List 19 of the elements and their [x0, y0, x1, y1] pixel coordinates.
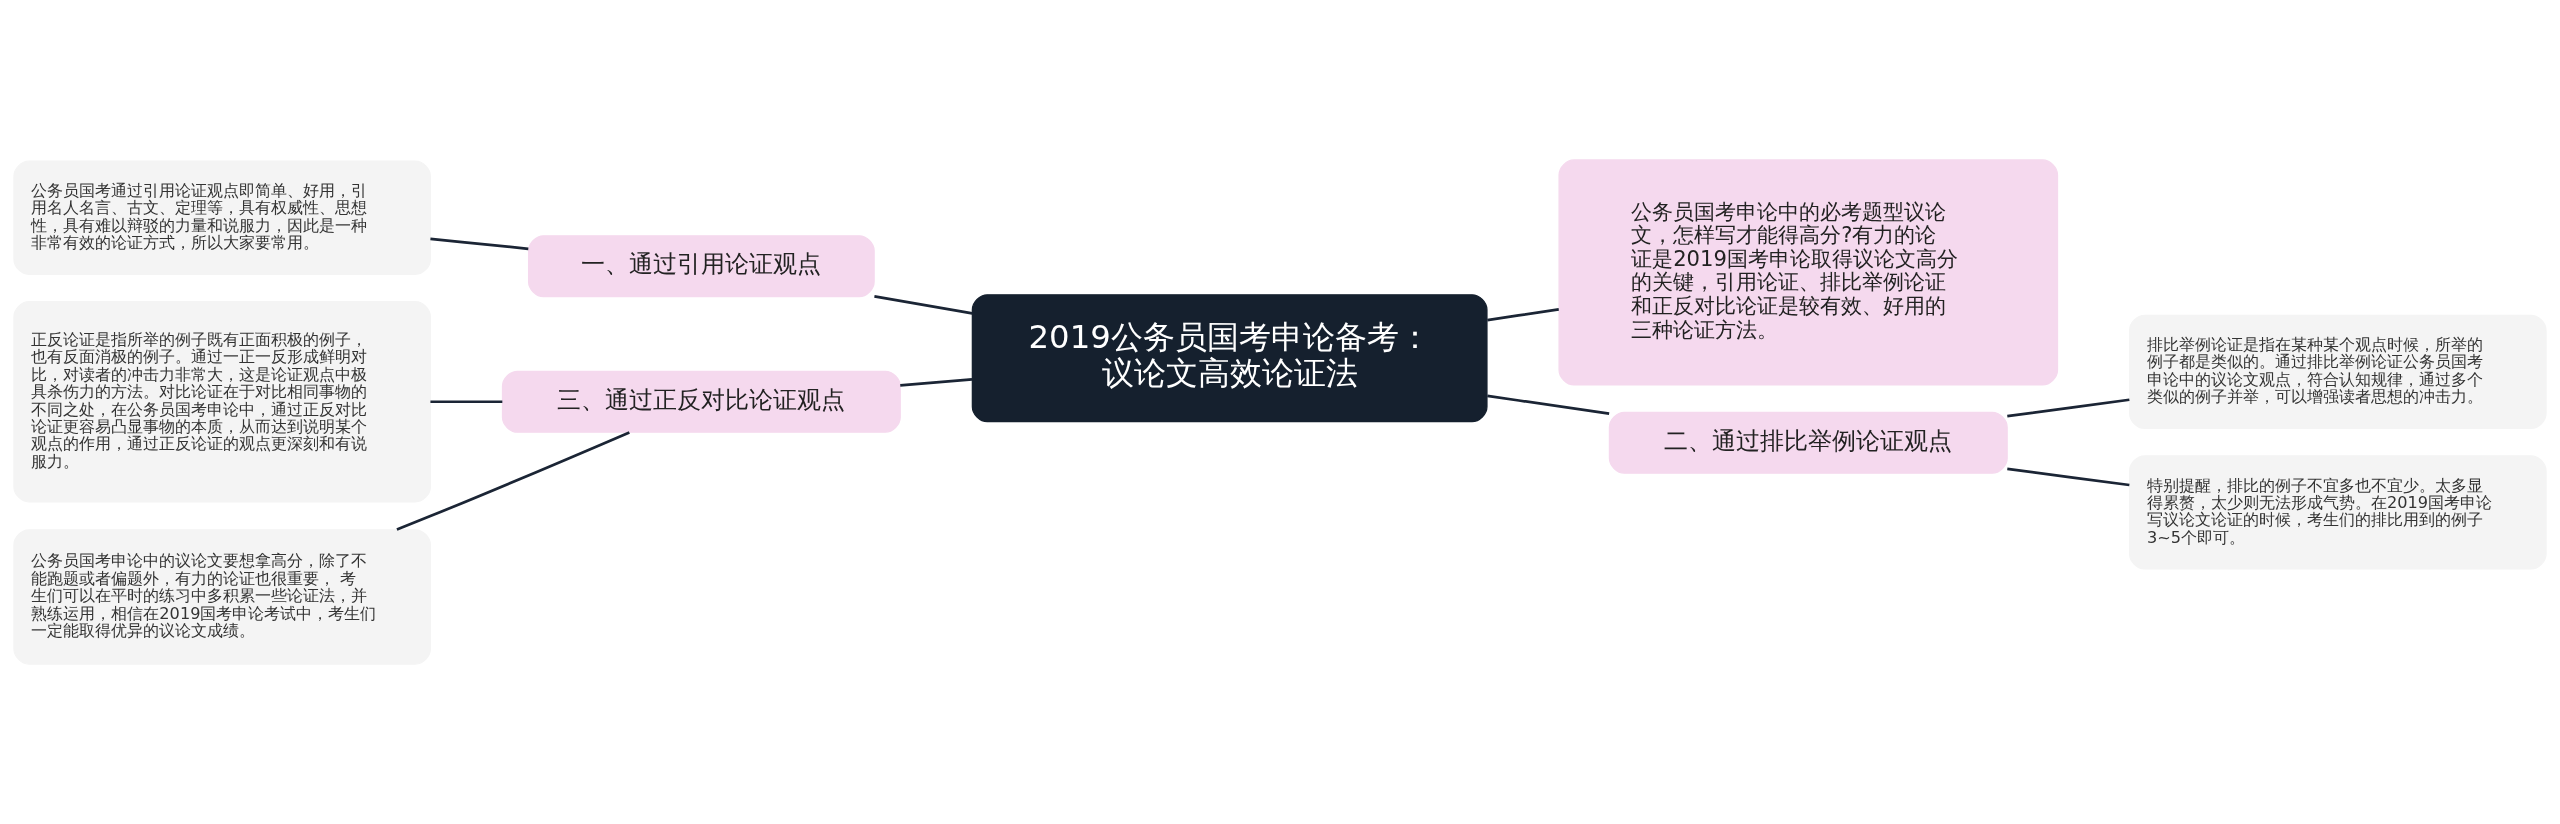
- node-box: 公务员国考通过引用论证观点即简单、好用，引用名人名言、古文、定理等，具有权威性、思想性，具有难以辩驳的力量和说服力，因此是一种非常有效的论证方式，所以大家要常用。: [13, 160, 431, 275]
- connector: [1487, 308, 1559, 322]
- node-box: 2019公务员国考申论备考：议论文高效论证法: [971, 294, 1488, 423]
- connector: [430, 400, 503, 404]
- connector: [2007, 398, 2130, 418]
- connector: [430, 237, 529, 251]
- node-box: 三、通过正反对比论证观点: [501, 370, 901, 433]
- node-box: 公务员国考申论中的必考题型议论文，怎样写才能得高分?有力的论证是2019国考申论取得议论文高分的关键，引用论证、排比举例论证和正反对比论证是较有效、好用的三种论证方法。: [1558, 159, 2059, 386]
- connector: [2007, 467, 2130, 487]
- connector: [874, 294, 973, 315]
- node-box: 排比举例论证是指在某种某个观点时候，所举的例子都是类似的。通过排比举例论证公务员国考申论中的议论文观点，符合认知规律，通过多个类似的例子并举，可以增强读者思想的冲击力。: [2129, 314, 2547, 430]
- node-box: 一、通过引用论证观点: [527, 235, 875, 298]
- node-box: 公务员国考申论中的议论文要想拿高分，除了不能跑题或者偏题外，有力的论证也很重要， 考生们可以在平时的练习中多积累一些论证法，并熟练运用，相信在2019国考申论考试中，考生们一定能取得优异的议论文成绩。: [13, 529, 431, 665]
- connector: [1487, 394, 1610, 416]
- node-box: 二、通过排比举例论证观点: [1608, 411, 2008, 474]
- node-box: 正反论证是指所举的例子既有正面积极的例子，也有反面消极的例子。通过一正一反形成鲜明对比，对读者的冲击力非常大，这是论证观点中极具杀伤力的方法。对比论证在于对比相同事物的不同之处，在公务员国考申论中，通过正反对比论证更容易凸显事物的本质，从而达到说明某个观点的作用，通过正反论证的观点更深刻和有说服力。: [13, 301, 431, 503]
- node-box: 特别提醒，排比的例子不宜多也不宜少。太多显得累赘，太少则无法形成气势。在2019国考申论写议论文论证的时候，考生们的排比用到的例子3~5个即可。: [2129, 455, 2547, 570]
- connector: [396, 431, 630, 531]
- connector: [900, 378, 973, 387]
